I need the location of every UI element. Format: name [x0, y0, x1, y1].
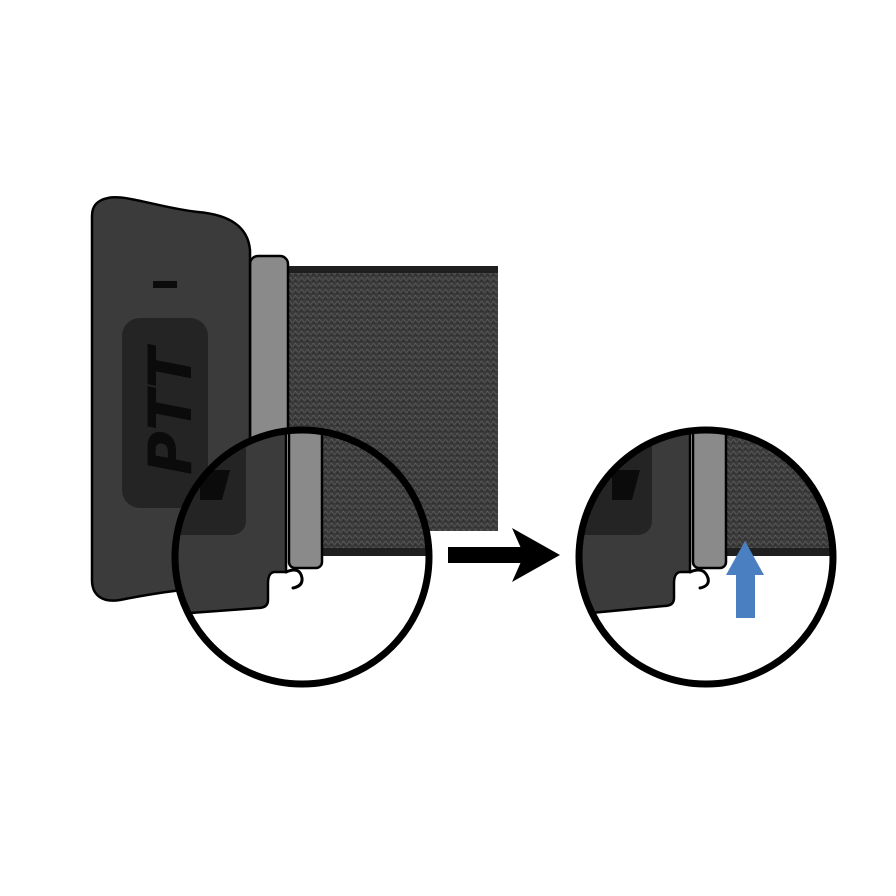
clip-bar-zoom	[287, 430, 324, 570]
magnifier-ring-after	[575, 426, 837, 688]
right-arrow-icon	[448, 528, 560, 582]
band-top-edge	[285, 266, 498, 273]
ptt-button-label: PTT	[136, 344, 206, 475]
clip-bar-zoom-after	[691, 430, 728, 570]
ptt-button-panel	[122, 318, 208, 508]
detail-after	[575, 426, 837, 688]
indicator-slot	[153, 281, 177, 288]
up-arrow-icon	[726, 541, 764, 618]
hook-detail	[284, 568, 304, 590]
hook-detail-after	[688, 568, 710, 590]
magnifier-ring-before	[171, 426, 433, 688]
